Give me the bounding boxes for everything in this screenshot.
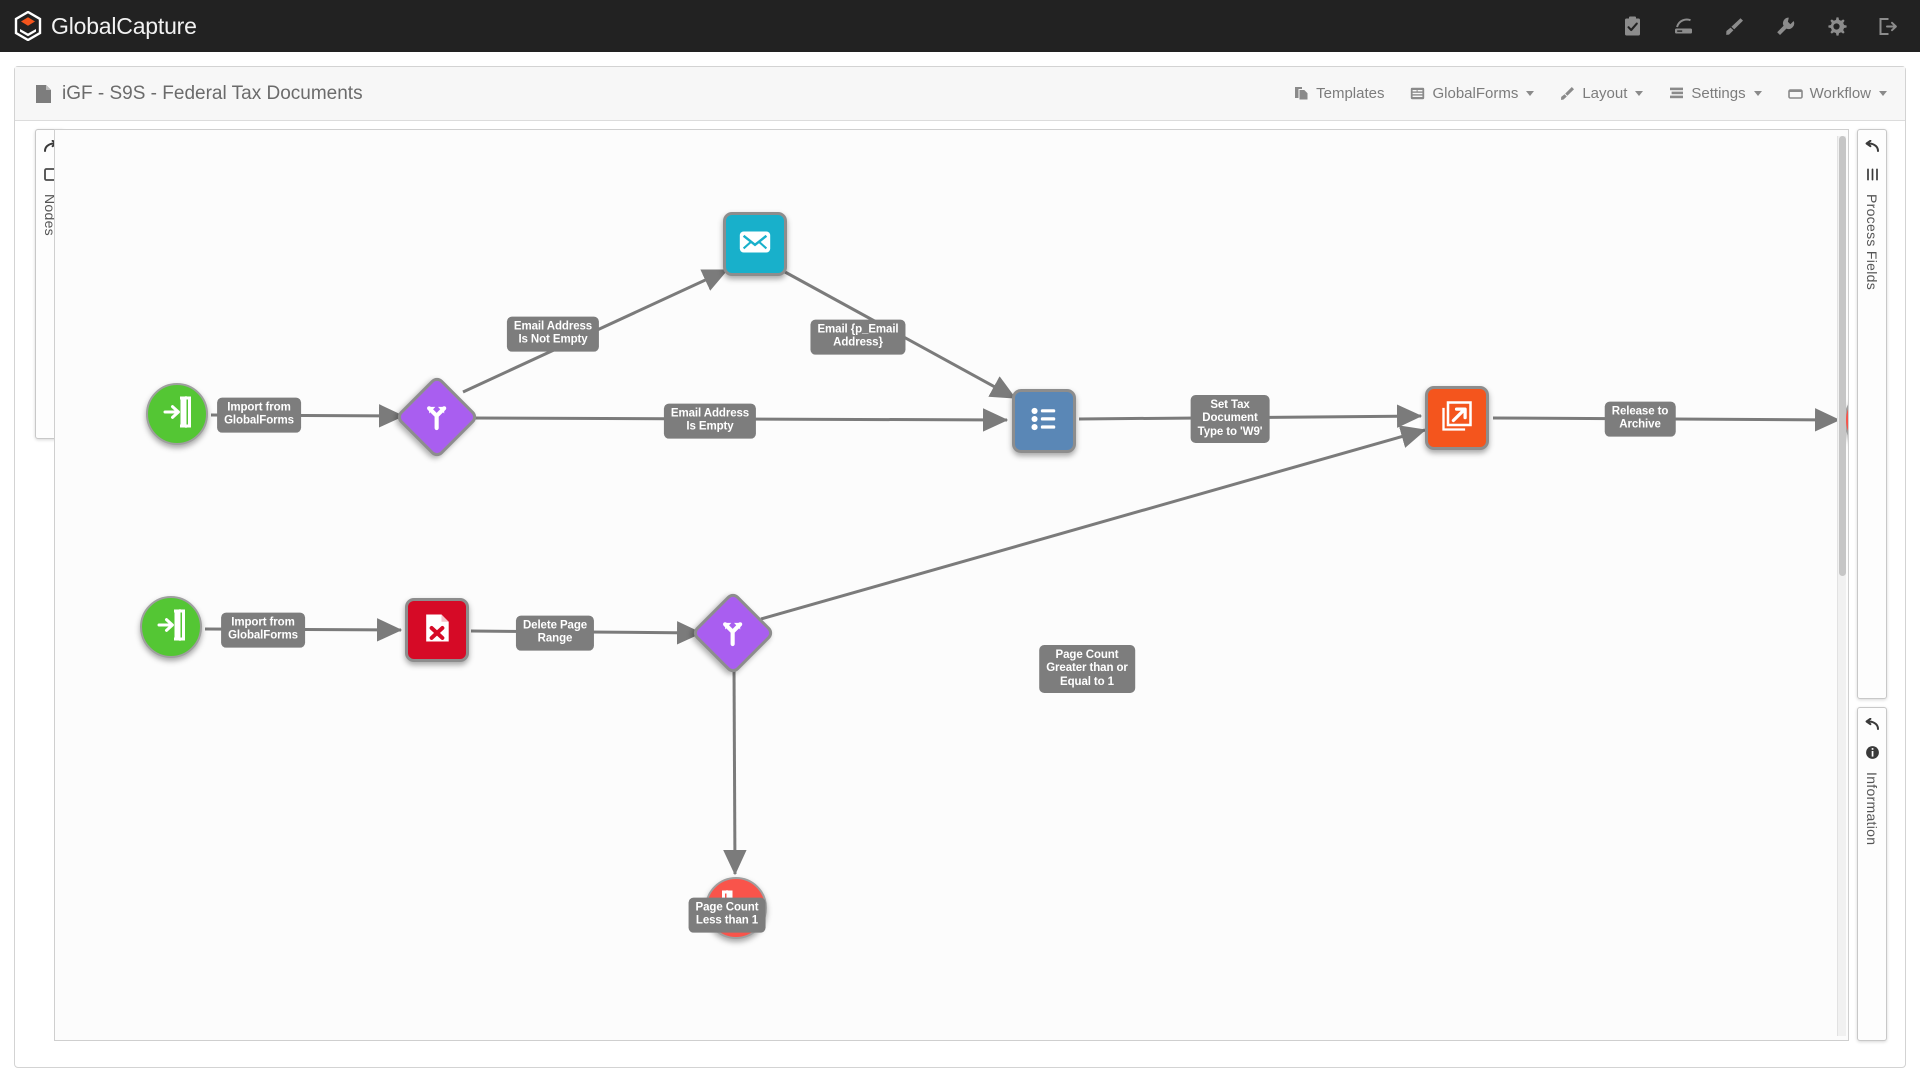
wrench-icon[interactable] bbox=[1775, 16, 1796, 37]
information-label: Information bbox=[1864, 772, 1880, 846]
menu-item-globalforms[interactable]: GlobalForms bbox=[1410, 85, 1535, 102]
edge-label-release-archive[interactable]: Release to Archive bbox=[1604, 401, 1676, 437]
node-export[interactable] bbox=[1425, 386, 1489, 450]
stack-icon bbox=[1669, 86, 1684, 101]
workflow-designer-panel: iGF - S9S - Federal Tax Documents Templa… bbox=[14, 66, 1906, 1068]
edge-label-import-1[interactable]: Import from GlobalForms bbox=[217, 397, 301, 433]
node-field-list[interactable] bbox=[1012, 389, 1076, 453]
sliders-icon bbox=[1865, 167, 1880, 182]
process-fields-label: Process Fields bbox=[1864, 194, 1880, 291]
edge-label-page-count-lt-1[interactable]: Page Count Less than 1 bbox=[688, 897, 766, 933]
information-panel-tab[interactable]: Information bbox=[1857, 707, 1887, 1041]
document-icon bbox=[35, 84, 52, 104]
menu-item-settings-label: Settings bbox=[1691, 85, 1746, 102]
edge-label-set-tax-type[interactable]: Set Tax Document Type to 'W9' bbox=[1190, 395, 1270, 443]
node-email[interactable] bbox=[723, 212, 787, 276]
page-title: iGF - S9S - Federal Tax Documents bbox=[35, 83, 363, 105]
gear-icon[interactable] bbox=[1826, 16, 1847, 37]
app-header: GlobalCapture bbox=[0, 0, 1920, 52]
page-title-text: iGF - S9S - Federal Tax Documents bbox=[62, 82, 363, 104]
edge-label-send-email[interactable]: Email {p_Email Address} bbox=[810, 319, 906, 355]
menu-item-layout-label: Layout bbox=[1582, 85, 1628, 102]
envelope-icon bbox=[736, 223, 774, 266]
document-x-icon bbox=[419, 610, 455, 651]
menu-item-layout[interactable]: Layout bbox=[1560, 85, 1644, 102]
node-decision-pagecount[interactable] bbox=[690, 590, 776, 676]
edge-label-page-count-gte-1[interactable]: Page Count Greater than or Equal to 1 bbox=[1039, 645, 1135, 693]
process-fields-panel-tab[interactable]: Process Fields bbox=[1857, 129, 1887, 699]
logout-icon[interactable] bbox=[1877, 16, 1898, 37]
node-start-1[interactable] bbox=[146, 383, 208, 445]
workflow-canvas[interactable]: Import from GlobalForms Email Address Is… bbox=[54, 129, 1849, 1041]
menu-item-settings[interactable]: Settings bbox=[1669, 85, 1762, 102]
brand-name: GlobalCapture bbox=[51, 12, 197, 39]
export-box-icon bbox=[1439, 398, 1475, 439]
bullet-list-icon bbox=[1026, 401, 1062, 442]
header-icon-group bbox=[1622, 16, 1898, 37]
brush-icon bbox=[1560, 86, 1575, 101]
edge-label-import-2[interactable]: Import from GlobalForms bbox=[221, 612, 305, 648]
enter-door-icon bbox=[160, 395, 194, 434]
menu-item-templates[interactable]: Templates bbox=[1294, 85, 1384, 102]
designer-toolbar: iGF - S9S - Federal Tax Documents Templa… bbox=[15, 67, 1905, 121]
chevron-down-icon bbox=[1526, 91, 1535, 96]
info-circle-icon bbox=[1865, 745, 1880, 760]
edge-label-email-not-empty[interactable]: Email Address Is Not Empty bbox=[506, 316, 600, 352]
brush-icon[interactable] bbox=[1724, 16, 1745, 37]
workflow-graph: Import from GlobalForms Email Address Is… bbox=[55, 130, 1848, 1040]
workflow-canvas-area: Nodes bbox=[15, 121, 1907, 1069]
menu-item-templates-label: Templates bbox=[1316, 85, 1385, 102]
node-delete-pages[interactable] bbox=[405, 598, 469, 662]
copy-icon bbox=[1294, 86, 1309, 101]
menu-item-workflow[interactable]: Workflow bbox=[1787, 85, 1887, 102]
scanner-icon[interactable] bbox=[1673, 16, 1694, 37]
split-fork-icon bbox=[421, 399, 453, 436]
split-fork-icon bbox=[717, 615, 749, 652]
canvas-scrollbar-thumb[interactable] bbox=[1839, 136, 1846, 576]
edge-label-email-empty[interactable]: Email Address Is Empty bbox=[663, 403, 757, 439]
node-start-2[interactable] bbox=[140, 596, 202, 658]
clipboard-check-icon[interactable] bbox=[1622, 16, 1643, 37]
chevron-down-icon bbox=[1753, 91, 1762, 96]
node-decision-email[interactable] bbox=[394, 374, 480, 460]
workflow-edges bbox=[204, 268, 1841, 876]
chevron-down-icon bbox=[1879, 91, 1887, 96]
enter-door-icon bbox=[154, 608, 188, 647]
designer-menu: Templates GlobalForms bbox=[1294, 85, 1887, 102]
globalcapture-logo-icon bbox=[14, 10, 42, 42]
collapse-arrow-icon[interactable] bbox=[1865, 139, 1880, 155]
menu-item-workflow-label: Workflow bbox=[1809, 85, 1871, 102]
menu-item-globalforms-label: GlobalForms bbox=[1432, 85, 1519, 102]
collapse-arrow-icon[interactable] bbox=[1865, 717, 1880, 733]
chevron-down-icon bbox=[1635, 91, 1644, 96]
brand[interactable]: GlobalCapture bbox=[14, 10, 197, 42]
workflow-icon bbox=[1787, 86, 1803, 101]
form-icon bbox=[1410, 86, 1425, 101]
canvas-vertical-scrollbar[interactable] bbox=[1837, 136, 1846, 1036]
edge-label-delete-page-range[interactable]: Delete Page Range bbox=[515, 615, 595, 651]
